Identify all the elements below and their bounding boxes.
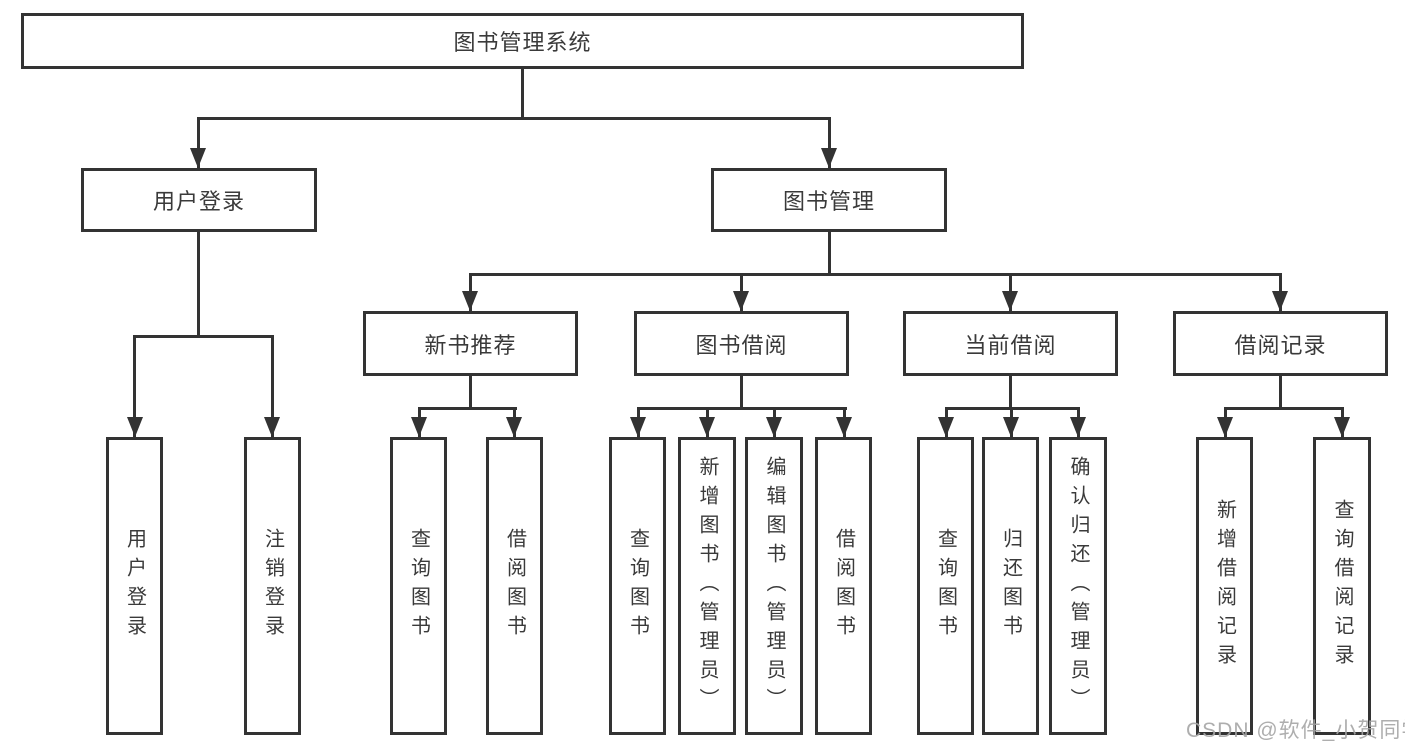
node-current-borrowing: 当前借阅 <box>903 311 1118 376</box>
node-cb-query-books-label: 查询图书 <box>934 528 957 644</box>
node-bb-add-book-admin: 新增图书（管理员） <box>678 437 736 735</box>
node-cb-query-books: 查询图书 <box>917 437 974 735</box>
node-cb-confirm-return-admin: 确认归还（管理员） <box>1049 437 1107 735</box>
arrowhead-current-borrowing <box>1002 291 1018 311</box>
connector-borrowing-records-hbar <box>1224 407 1344 410</box>
connector-to-book-management <box>828 117 831 168</box>
arrowhead-new-book-recommend <box>462 291 478 311</box>
arrowhead-nbr-query <box>411 417 427 437</box>
arrowhead-bb-query <box>630 417 646 437</box>
connector-book-borrowing-stem <box>740 376 743 410</box>
node-logout-leaf-label: 注销登录 <box>261 528 284 644</box>
node-user-login: 用户登录 <box>81 168 317 232</box>
csdn-watermark: CSDN @软件_小贺同学 <box>1186 719 1405 742</box>
node-bb-edit-book-admin: 编辑图书（管理员） <box>745 437 803 735</box>
arrowhead-br-add <box>1217 417 1233 437</box>
arrowhead-user-login-leaf <box>127 417 143 437</box>
connector-book-management-hbar <box>469 273 1282 276</box>
connector-to-logout-leaf <box>271 335 274 437</box>
node-bb-query-books: 查询图书 <box>609 437 666 735</box>
arrowhead-book-management <box>821 148 837 168</box>
node-br-add-record: 新增借阅记录 <box>1196 437 1253 735</box>
arrowhead-br-query <box>1334 417 1350 437</box>
node-bb-add-book-admin-label: 新增图书（管理员） <box>696 455 718 717</box>
arrowhead-cb-return <box>1003 417 1019 437</box>
node-nbr-query-books-label: 查询图书 <box>407 528 430 644</box>
connector-book-borrowing-hbar <box>637 407 847 410</box>
arrowhead-bb-borrow <box>836 417 852 437</box>
arrowhead-logout-leaf <box>264 417 280 437</box>
connector-root-stem <box>521 69 524 120</box>
node-book-management: 图书管理 <box>711 168 947 232</box>
node-user-login-label: 用户登录 <box>152 189 245 214</box>
connector-user-login-hbar <box>133 335 274 338</box>
connector-book-management-stem <box>828 232 831 276</box>
node-cb-confirm-return-admin-label: 确认归还（管理员） <box>1067 455 1089 717</box>
arrowhead-nbr-borrow <box>506 417 522 437</box>
connector-current-borrowing-stem <box>1009 376 1012 410</box>
node-br-query-record-label: 查询借阅记录 <box>1331 499 1353 673</box>
node-book-management-label: 图书管理 <box>782 189 875 214</box>
node-bb-edit-book-admin-label: 编辑图书（管理员） <box>763 455 785 717</box>
node-book-borrowing-label: 图书借阅 <box>695 332 788 358</box>
node-br-add-record-label: 新增借阅记录 <box>1213 499 1236 673</box>
connector-new-book-recommend-hbar <box>418 407 517 410</box>
node-new-book-recommend: 新书推荐 <box>363 311 578 376</box>
node-cb-return-books: 归还图书 <box>982 437 1039 735</box>
node-bb-borrow-books-label: 借阅图书 <box>832 528 855 644</box>
connector-to-user-login <box>197 117 200 168</box>
node-bb-borrow-books: 借阅图书 <box>815 437 872 735</box>
node-new-book-recommend-label: 新书推荐 <box>424 332 517 358</box>
node-book-borrowing: 图书借阅 <box>634 311 849 376</box>
node-user-login-leaf-label: 用户登录 <box>123 528 146 644</box>
arrowhead-user-login <box>190 148 206 168</box>
node-cb-return-books-label: 归还图书 <box>999 528 1022 644</box>
node-nbr-borrow-books-label: 借阅图书 <box>503 528 526 644</box>
node-borrowing-records: 借阅记录 <box>1173 311 1388 376</box>
arrowhead-bb-add <box>699 417 715 437</box>
connector-root-hbar <box>197 117 831 120</box>
node-logout-leaf: 注销登录 <box>244 437 301 735</box>
node-bb-query-books-label: 查询图书 <box>626 528 649 644</box>
node-current-borrowing-label: 当前借阅 <box>964 332 1057 358</box>
connector-to-user-login-leaf <box>133 335 136 437</box>
node-nbr-borrow-books: 借阅图书 <box>486 437 543 735</box>
arrowhead-book-borrowing <box>733 291 749 311</box>
node-borrowing-records-label: 借阅记录 <box>1234 332 1327 358</box>
node-user-login-leaf: 用户登录 <box>106 437 163 735</box>
node-br-query-record: 查询借阅记录 <box>1313 437 1371 735</box>
node-nbr-query-books: 查询图书 <box>390 437 447 735</box>
connector-user-login-stem <box>197 232 200 338</box>
arrowhead-borrowing-records <box>1272 291 1288 311</box>
connector-new-book-recommend-stem <box>469 376 472 410</box>
node-root-label: 图书管理系统 <box>453 30 592 55</box>
connector-borrowing-records-stem <box>1279 376 1282 410</box>
arrowhead-cb-confirm <box>1070 417 1086 437</box>
node-root: 图书管理系统 <box>21 13 1024 69</box>
arrowhead-bb-edit <box>766 417 782 437</box>
arrowhead-cb-query <box>938 417 954 437</box>
